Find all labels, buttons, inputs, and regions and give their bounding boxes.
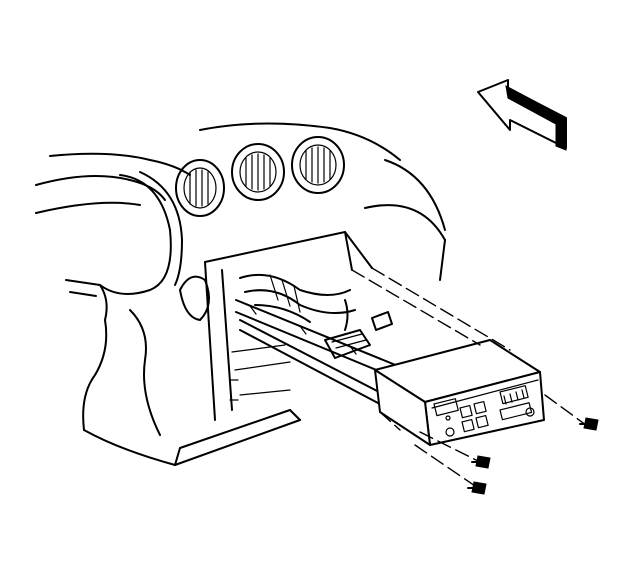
air-vent <box>175 159 225 217</box>
air-vent <box>231 143 285 201</box>
radio-receiver <box>374 339 545 446</box>
screw-icon <box>471 455 491 469</box>
air-vent <box>291 136 345 194</box>
alignment-guide <box>351 267 591 489</box>
screw-icon <box>579 417 599 431</box>
radio-cavity <box>179 231 373 421</box>
wiring-harness-connector <box>239 273 393 359</box>
direction-arrow-icon <box>477 79 567 151</box>
screw-icon <box>467 481 487 495</box>
instrument-panel <box>35 122 446 466</box>
